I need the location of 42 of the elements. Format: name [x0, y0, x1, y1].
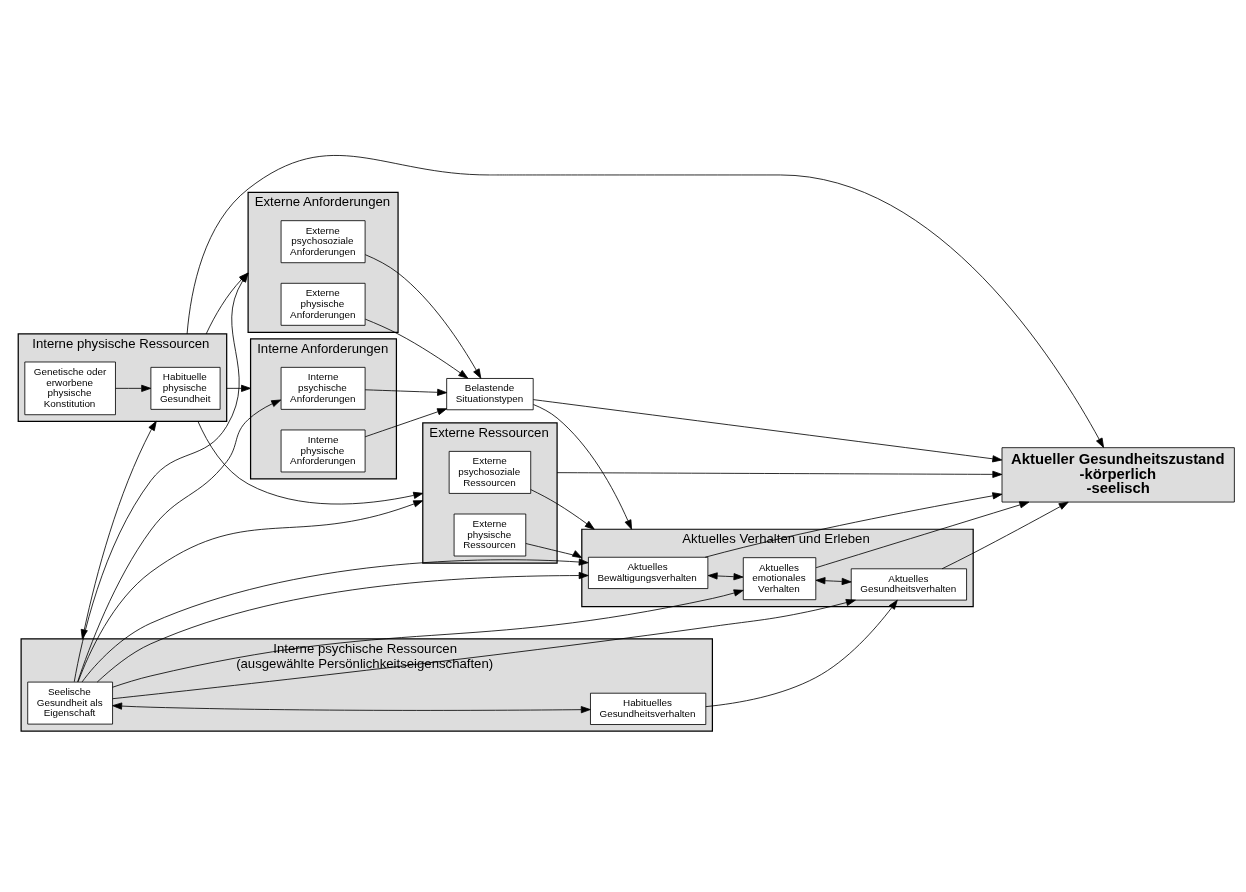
node-box: Externe physische Ressourcen	[453, 513, 527, 556]
node-box: Aktueller Gesundheitszustand -körperlich -seelisch	[1001, 446, 1235, 502]
arrow	[707, 571, 744, 580]
arrow	[364, 253, 482, 379]
arrow	[112, 588, 744, 688]
arrow	[226, 384, 251, 392]
node-box: Interne physische Anforderungen	[280, 429, 366, 472]
arrow	[525, 542, 583, 558]
node-box: Interne psychische Anforderungen	[280, 366, 366, 410]
arrow	[364, 388, 448, 396]
node-box: Externe psychosoziale Anforderungen	[280, 219, 366, 263]
arrow	[533, 403, 632, 530]
node-box: Externe psychosoziale Ressourcen	[448, 450, 532, 494]
arrow	[532, 398, 1003, 462]
arrow	[530, 488, 595, 530]
arrow	[704, 491, 1003, 558]
arrow	[186, 154, 1104, 448]
arrow	[197, 420, 424, 504]
arrow	[815, 576, 852, 585]
arrow	[364, 407, 448, 437]
arrow	[77, 499, 424, 682]
arrow	[205, 272, 249, 334]
arrow	[112, 702, 591, 713]
arrow	[815, 500, 1030, 568]
node-box: Aktuelles Gesundheitsverhalten	[850, 567, 967, 600]
arrow	[556, 470, 1003, 478]
arrow	[77, 399, 282, 682]
node-box: Habituelle physische Gesundheit	[150, 366, 221, 410]
node-box: Genetische oder erworbene physische Konstitution	[24, 361, 116, 415]
arrow	[80, 420, 157, 639]
arrow	[73, 272, 249, 682]
arrow	[112, 598, 856, 699]
arrow	[941, 501, 1069, 569]
arrow	[364, 318, 469, 379]
node-box: Seelische Gesundheit als Eigenschaft	[27, 681, 113, 724]
node-box: Aktuelles Bewältigungsverhalten	[588, 556, 709, 589]
node-box: Habituelles Gesundheitsverhalten	[590, 692, 707, 725]
arrow	[115, 384, 152, 392]
node-box: Externe physische Anforderungen	[280, 282, 366, 326]
arrow	[705, 599, 898, 707]
node-box: Belastende Situationstypen	[446, 377, 534, 410]
node-box: Aktuelles emotionales Verhalten	[742, 556, 817, 600]
